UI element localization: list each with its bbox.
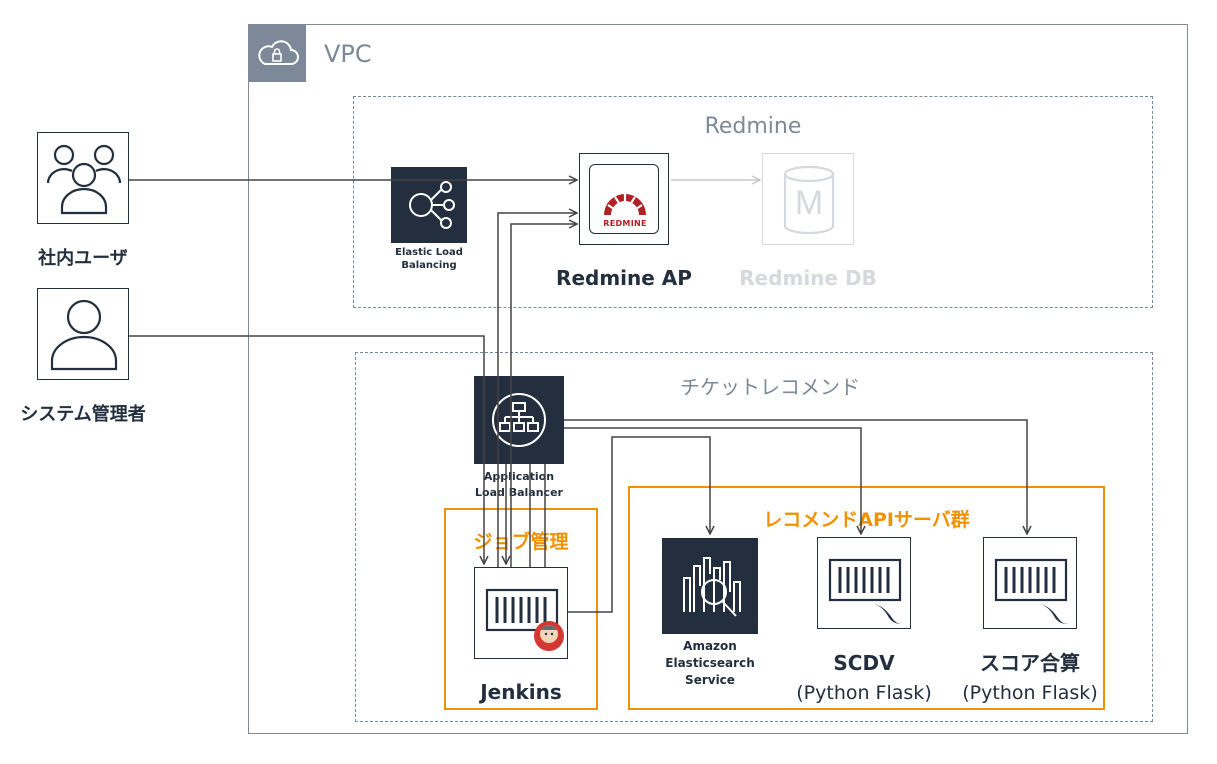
redmine-ap-box: REDMINE <box>579 153 669 245</box>
container-icon <box>994 558 1068 602</box>
ticket-group-title: チケットレコメンド <box>680 375 860 399</box>
redmine-logo-text: REDMINE <box>603 219 647 228</box>
redmine-logo-icon <box>604 194 646 215</box>
container-icon <box>828 558 902 602</box>
redmine-group-title: Redmine <box>704 114 802 139</box>
score-label-line2: (Python Flask) <box>962 682 1098 704</box>
scdv-box <box>817 537 911 629</box>
redmine-db-box: M <box>762 153 854 245</box>
scdv-label-line2: (Python Flask) <box>796 682 932 704</box>
elasticsearch-label-line3: Service <box>685 673 735 687</box>
alb-label-line2: Load Balancer <box>475 486 563 499</box>
sysadmin-label: システム管理者 <box>20 404 146 425</box>
vpc-badge <box>248 24 306 82</box>
elasticsearch-icon-box <box>662 538 758 634</box>
jenkins-logo-icon <box>534 621 564 651</box>
redmine-db-letter: M <box>794 184 824 222</box>
elasticsearch-label-line1: Amazon <box>683 639 737 653</box>
users-icon <box>46 144 122 215</box>
elb-label: Elastic Load Balancing <box>378 246 480 272</box>
internal-users-box <box>37 132 129 224</box>
sysadmin-box <box>37 288 129 380</box>
scdv-label: SCDV (Python Flask) <box>780 648 948 708</box>
scdv-label-line1: SCDV <box>833 651 895 675</box>
user-icon <box>50 299 118 371</box>
score-label: スコア合算 (Python Flask) <box>945 648 1115 708</box>
elasticsearch-icon <box>683 557 741 617</box>
elasticsearch-label-line2: Elasticsearch <box>665 656 755 670</box>
jenkins-label: Jenkins <box>480 680 562 704</box>
elb-label-line1: Elastic Load <box>395 247 463 258</box>
alb-label: Application Load Balancer <box>462 469 576 501</box>
database-icon <box>783 165 835 235</box>
redmine-db-label: Redmine DB <box>739 266 877 290</box>
elb-icon-box <box>391 167 467 243</box>
score-box <box>983 537 1077 629</box>
redmine-ap-label: Redmine AP <box>556 266 692 290</box>
score-label-line1: スコア合算 <box>980 651 1080 675</box>
load-balancer-icon <box>409 181 455 229</box>
jenkins-box <box>474 567 568 659</box>
flask-horn-icon <box>874 604 902 624</box>
flask-horn-icon <box>1040 604 1068 624</box>
alb-label-line1: Application <box>483 470 555 483</box>
job-group-title: ジョブ管理 <box>473 531 569 553</box>
redmine-logo-frame: REDMINE <box>589 164 659 234</box>
redmine-group <box>353 96 1153 308</box>
application-load-balancer-icon <box>492 393 546 447</box>
elb-label-line2: Balancing <box>401 260 457 271</box>
vpc-title: VPC <box>324 40 372 68</box>
container-icon <box>485 588 559 632</box>
api-group-title: レコメンドAPIサーバ群 <box>763 509 970 531</box>
alb-icon-box <box>474 376 564 464</box>
elasticsearch-label: Amazon Elasticsearch Service <box>645 638 775 689</box>
internal-users-label: 社内ユーザ <box>38 248 128 269</box>
cloud-lock-icon <box>258 40 299 65</box>
